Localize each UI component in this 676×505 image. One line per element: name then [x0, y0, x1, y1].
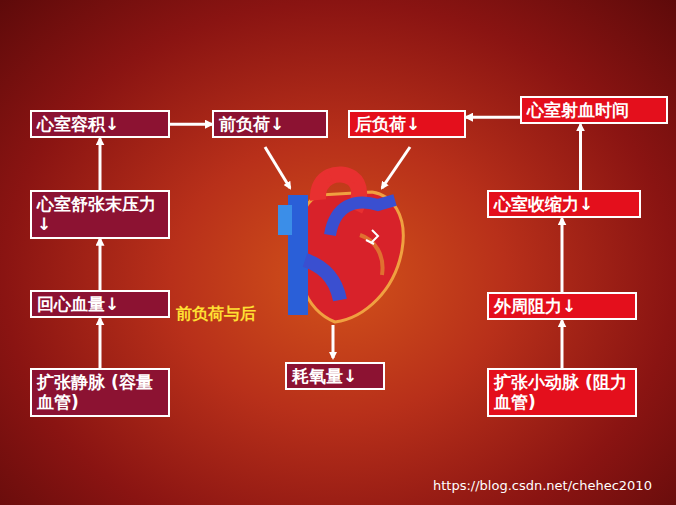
box-text: 心室收缩力↓ [494, 194, 634, 214]
process-box: 扩张小动脉 (阻力血管) [487, 368, 637, 417]
process-box: 心室收缩力↓ [487, 190, 641, 218]
box-text: 心室射血时间 [527, 100, 661, 120]
process-box: 心室舒张末压力↓ [30, 190, 170, 239]
box-text: 扩张静脉 (容量血管) [37, 372, 163, 413]
arrow-connector [99, 138, 102, 190]
box-text: 心室舒张末压力↓ [37, 194, 163, 235]
box-text: 扩张小动脉 (阻力血管) [494, 372, 630, 413]
box-text: 前负荷↓ [219, 114, 321, 134]
box-text: 后负荷↓ [355, 114, 459, 134]
arrow-connector [170, 123, 212, 126]
process-box: 外周阻力↓ [487, 292, 637, 320]
process-box: 扩张静脉 (容量血管) [30, 368, 170, 417]
arrow-connector [99, 239, 102, 290]
box-text: 回心血量↓ [37, 294, 163, 314]
overlay-note: 前负荷与后 [176, 304, 256, 325]
box-text: 耗氧量↓ [292, 366, 378, 386]
box-text: 外周阻力↓ [494, 296, 630, 316]
process-box: 耗氧量↓ [285, 362, 385, 390]
process-box: 前负荷↓ [212, 110, 328, 138]
process-box: 后负荷↓ [348, 110, 466, 138]
process-box: 心室容积↓ [30, 110, 170, 138]
arrow-connector [579, 124, 582, 190]
process-box: 心室射血时间 [520, 96, 668, 124]
arrow-connector [561, 320, 564, 368]
arrow-connector [561, 218, 564, 292]
box-text: 心室容积↓ [37, 114, 163, 134]
process-box: 回心血量↓ [30, 290, 170, 318]
arrow-connector [466, 116, 520, 119]
watermark: https://blog.csdn.net/chehec2010 [433, 478, 652, 493]
arrow-connector [99, 318, 102, 368]
